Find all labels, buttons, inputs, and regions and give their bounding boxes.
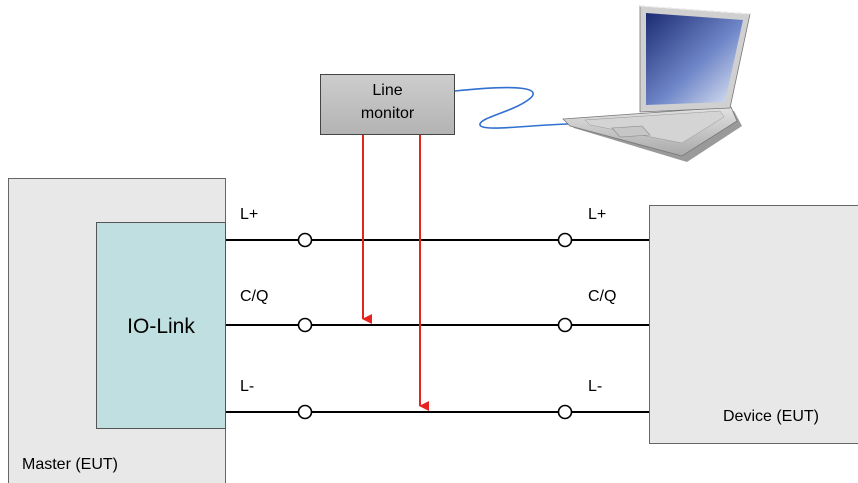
terminal-master-cq <box>297 317 313 333</box>
device-line-label-l-plus: L+ <box>588 206 607 223</box>
terminal-master-l-minus <box>297 404 313 420</box>
wire-cq <box>226 317 649 333</box>
terminal-device-cq <box>557 317 573 333</box>
monitor-cable <box>454 86 569 129</box>
master-line-label-l-minus: L- <box>240 378 255 395</box>
io-link-module <box>96 222 226 429</box>
io-link-label: IO-Link <box>127 315 195 338</box>
device-line-label-cq: C/Q <box>588 288 617 305</box>
wire-l-plus <box>226 232 649 248</box>
master-line-label-l-plus: L+ <box>240 206 259 223</box>
device-label: Device (EUT) <box>723 408 820 425</box>
terminal-device-l-plus <box>557 232 573 248</box>
terminal-device-l-minus <box>557 404 573 420</box>
master-label: Master (EUT) <box>22 456 118 473</box>
laptop-icon <box>562 5 751 162</box>
wire-l-minus <box>226 404 649 420</box>
line-monitor-label-line1: Line <box>372 82 403 99</box>
terminal-master-l-plus <box>297 232 313 248</box>
device-line-label-l-minus: L- <box>588 378 603 395</box>
device-box <box>649 205 858 444</box>
line-monitor-box <box>320 74 455 135</box>
line-monitor-label-line2: monitor <box>360 105 415 122</box>
master-line-label-cq: C/Q <box>240 288 269 305</box>
